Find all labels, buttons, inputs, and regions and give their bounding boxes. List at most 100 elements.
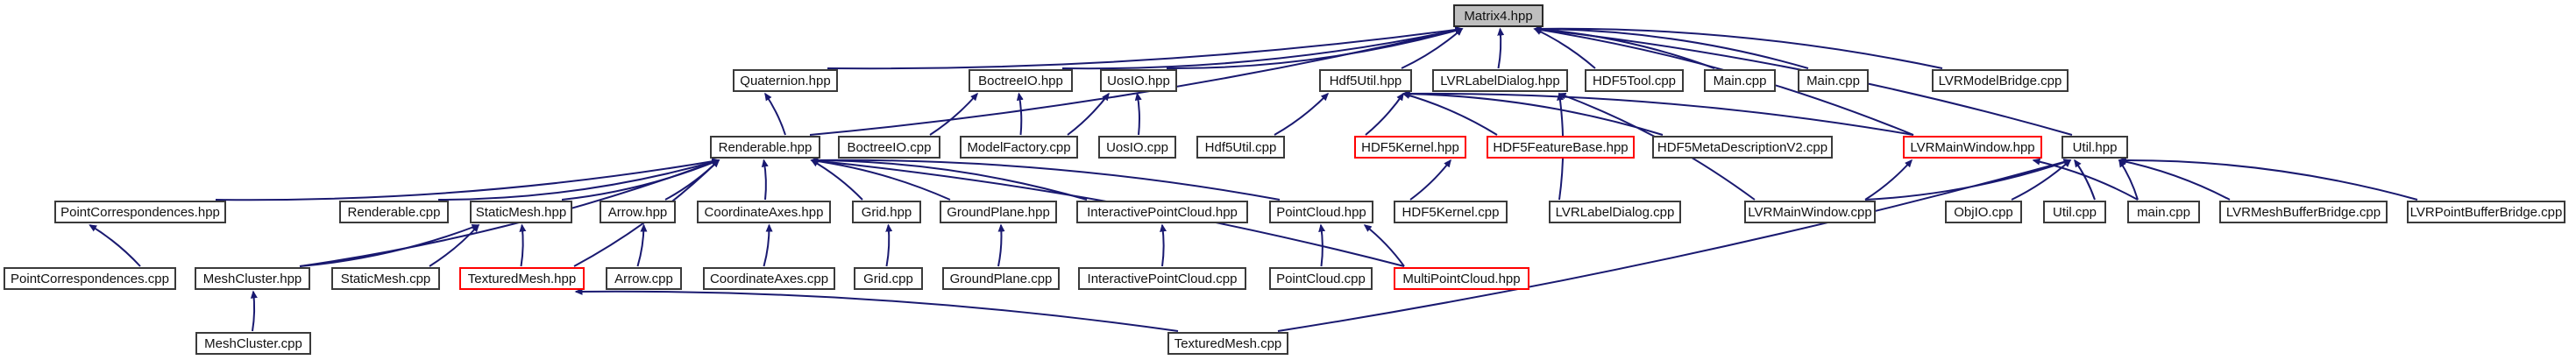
edge-staticmesh_cpp-to-staticmesh_hpp	[429, 223, 480, 267]
edge-hdf5kernel_cpp-to-hdf5kernel_hpp	[1409, 159, 1451, 201]
edge-objio_cpp-to-util_hpp	[2011, 159, 2072, 201]
graph-node-matrix4_hpp: Matrix4.hpp	[1453, 4, 1543, 27]
graph-node-lvrmainwindow_cpp[interactable]: LVRMainWindow.cpp	[1744, 201, 1876, 223]
graph-node-interactivepointcloud_cpp[interactable]: InteractivePointCloud.cpp	[1078, 267, 1246, 290]
graph-node-main_cpp_bottom[interactable]: main.cpp	[2127, 201, 2200, 223]
graph-node-meshcluster_hpp[interactable]: MeshCluster.hpp	[195, 267, 310, 290]
edge-hdf5kernel_hpp-to-hdf5util_hpp	[1365, 92, 1404, 136]
graph-node-renderable_hpp[interactable]: Renderable.hpp	[710, 136, 820, 159]
graph-node-lvrmeshbufferbridge_cpp[interactable]: LVRMeshBufferBridge.cpp	[2219, 201, 2388, 223]
graph-node-main_cpp_1[interactable]: Main.cpp	[1704, 69, 1776, 92]
graph-node-hdf5kernel_hpp[interactable]: HDF5Kernel.hpp	[1354, 136, 1466, 159]
graph-node-pointcloud_cpp[interactable]: PointCloud.cpp	[1269, 267, 1373, 290]
edge-meshcluster_cpp-to-meshcluster_hpp	[250, 290, 258, 332]
edge-boctreeio_hpp-to-matrix4_hpp	[1061, 26, 1464, 70]
graph-node-main_cpp_2[interactable]: Main.cpp	[1798, 69, 1869, 92]
graph-node-modelfactory_cpp[interactable]: ModelFactory.cpp	[960, 136, 1078, 159]
graph-node-grid_cpp[interactable]: Grid.cpp	[854, 267, 923, 290]
edge-grid_cpp-to-grid_hpp	[885, 223, 893, 267]
graph-node-boctreeio_hpp[interactable]: BoctreeIO.hpp	[969, 69, 1073, 92]
graph-node-multipointcloud_hpp[interactable]: MultiPointCloud.hpp	[1394, 267, 1529, 290]
edge-modelfactory_cpp-to-boctreeio_hpp	[1016, 92, 1024, 136]
graph-node-boctreeio_cpp[interactable]: BoctreeIO.cpp	[838, 136, 940, 159]
edge-multipointcloud_hpp-to-pointcloud_hpp	[1363, 224, 1405, 267]
edge-pointcorrespondences_cpp-to-pointcorrespondences_hpp	[89, 224, 141, 267]
graph-node-hdf5featurebase_hpp[interactable]: HDF5FeatureBase.hpp	[1487, 136, 1635, 159]
edge-main_cpp_1-to-matrix4_hpp	[1533, 25, 1715, 69]
edge-lvrmeshbufferbridge_cpp-to-util_hpp	[2118, 158, 2231, 201]
edge-lvrpointbufferbridge_cpp-to-util_hpp	[2118, 156, 2418, 201]
edge-uosio_hpp-to-matrix4_hpp	[1166, 27, 1464, 70]
graph-node-lvrmodelbridge_cpp[interactable]: LVRModelBridge.cpp	[1932, 69, 2069, 92]
graph-node-hdf5util_cpp[interactable]: Hdf5Util.cpp	[1196, 136, 1285, 159]
edge-meshcluster_hpp-to-staticmesh_hpp	[299, 223, 480, 267]
graph-node-lvrpointbufferbridge_cpp[interactable]: LVRPointBufferBridge.cpp	[2407, 201, 2565, 223]
graph-node-pointcorrespondences_cpp[interactable]: PointCorrespondences.cpp	[4, 267, 176, 290]
graph-node-hdf5metadescriptionv2_cpp[interactable]: HDF5MetaDescriptionV2.cpp	[1652, 136, 1833, 159]
edge-renderable_hpp-to-quaternion_hpp	[764, 92, 786, 136]
graph-node-groundplane_cpp[interactable]: GroundPlane.cpp	[942, 267, 1060, 290]
edge-lvrmainwindow_cpp-to-util_hpp	[1864, 159, 2072, 201]
graph-node-lvrmainwindow_hpp[interactable]: LVRMainWindow.hpp	[1903, 136, 2042, 159]
edge-grid_hpp-to-renderable_hpp	[810, 159, 863, 201]
edge-pointcloud_cpp-to-pointcloud_hpp	[1318, 223, 1326, 267]
graph-node-lvrlabeldialog_hpp[interactable]: LVRLabelDialog.hpp	[1432, 69, 1568, 92]
graph-node-hdf5util_hpp[interactable]: Hdf5Util.hpp	[1319, 69, 1412, 92]
edge-quaternion_hpp-to-matrix4_hpp	[827, 26, 1464, 70]
edge-lvrmainwindow_hpp-to-hdf5util_hpp	[1402, 89, 1914, 136]
edge-arrow_hpp-to-renderable_hpp	[664, 159, 720, 201]
edge-lvrmainwindow_cpp-to-lvrmainwindow_hpp	[1864, 159, 1912, 201]
graph-node-arrow_cpp[interactable]: Arrow.cpp	[606, 267, 682, 290]
edge-uosio_cpp-to-uosio_hpp	[1134, 92, 1142, 136]
graph-node-lvrlabeldialog_cpp[interactable]: LVRLabelDialog.cpp	[1549, 201, 1681, 223]
graph-node-hdf5kernel_cpp[interactable]: HDF5Kernel.cpp	[1394, 201, 1508, 223]
edge-groundplane_hpp-to-renderable_hpp	[810, 158, 951, 201]
edge-renderable_cpp-to-renderable_hpp	[437, 159, 720, 201]
graph-node-pointcorrespondences_hpp[interactable]: PointCorrespondences.hpp	[54, 201, 226, 223]
graph-node-pointcloud_hpp[interactable]: PointCloud.hpp	[1269, 201, 1373, 223]
graph-node-util_hpp[interactable]: Util.hpp	[2062, 136, 2128, 159]
graph-node-renderable_cpp[interactable]: Renderable.cpp	[339, 201, 449, 223]
graph-node-groundplane_hpp[interactable]: GroundPlane.hpp	[940, 201, 1057, 223]
edge-hdf5metadescriptionv2_cpp-to-hdf5util_hpp	[1402, 90, 1664, 136]
graph-node-interactivepointcloud_hpp[interactable]: InteractivePointCloud.hpp	[1076, 201, 1248, 223]
graph-node-coordinateaxes_hpp[interactable]: CoordinateAxes.hpp	[697, 201, 831, 223]
edge-texturedmesh_hpp-to-staticmesh_hpp	[519, 223, 527, 267]
edge-interactivepointcloud_cpp-to-interactivepointcloud_hpp	[1160, 223, 1167, 267]
graph-node-uosio_cpp[interactable]: UosIO.cpp	[1098, 136, 1176, 159]
edge-lvrlabeldialog_hpp-to-matrix4_hpp	[1497, 27, 1505, 69]
graph-node-uosio_hpp[interactable]: UosIO.hpp	[1100, 69, 1177, 92]
graph-node-texturedmesh_hpp[interactable]: TexturedMesh.hpp	[459, 267, 585, 290]
edge-coordinateaxes_hpp-to-renderable_hpp	[761, 159, 769, 201]
graph-node-staticmesh_cpp[interactable]: StaticMesh.cpp	[331, 267, 440, 290]
edge-hdf5util_cpp-to-hdf5util_hpp	[1274, 92, 1330, 136]
graph-node-hdf5tool_cpp[interactable]: HDF5Tool.cpp	[1585, 69, 1684, 92]
edge-hdf5util_hpp-to-matrix4_hpp	[1401, 28, 1464, 69]
edge-texturedmesh_cpp-to-texturedmesh_hpp	[574, 287, 1179, 332]
graph-node-staticmesh_hpp[interactable]: StaticMesh.hpp	[470, 201, 572, 223]
graph-node-util_cpp[interactable]: Util.cpp	[2043, 201, 2106, 223]
edge-main_cpp_bottom-to-lvrmainwindow_hpp	[2032, 158, 2139, 201]
graph-node-meshcluster_cpp[interactable]: MeshCluster.cpp	[195, 332, 311, 355]
edge-util_cpp-to-util_hpp	[2074, 159, 2096, 201]
edge-meshcluster_hpp-to-renderable_hpp	[299, 159, 720, 267]
edge-lvrmodelbridge_cpp-to-matrix4_hpp	[1533, 25, 1943, 69]
graph-node-texturedmesh_cpp[interactable]: TexturedMesh.cpp	[1167, 332, 1288, 355]
edge-main_cpp_bottom-to-util_hpp	[2118, 159, 2139, 201]
edge-groundplane_cpp-to-groundplane_hpp	[997, 223, 1005, 267]
graph-node-grid_hpp[interactable]: Grid.hpp	[852, 201, 921, 223]
graph-node-arrow_hpp[interactable]: Arrow.hpp	[600, 201, 676, 223]
graph-node-coordinateaxes_cpp[interactable]: CoordinateAxes.cpp	[703, 267, 835, 290]
graph-node-quaternion_hpp[interactable]: Quaternion.hpp	[733, 69, 838, 92]
graph-node-objio_cpp[interactable]: ObjIO.cpp	[1945, 201, 2022, 223]
edge-main_cpp_2-to-matrix4_hpp	[1533, 25, 1809, 69]
edge-pointcorrespondences_hpp-to-renderable_hpp	[215, 158, 720, 201]
edge-coordinateaxes_cpp-to-coordinateaxes_hpp	[763, 223, 773, 267]
edge-hdf5featurebase_hpp-to-hdf5util_hpp	[1402, 92, 1498, 136]
edge-boctreeio_cpp-to-boctreeio_hpp	[929, 92, 978, 136]
edge-interactivepointcloud_hpp-to-renderable_hpp	[810, 157, 1088, 201]
edge-texturedmesh_cpp-to-util_hpp	[1277, 159, 2072, 332]
edge-pointcloud_hpp-to-renderable_hpp	[810, 156, 1281, 201]
